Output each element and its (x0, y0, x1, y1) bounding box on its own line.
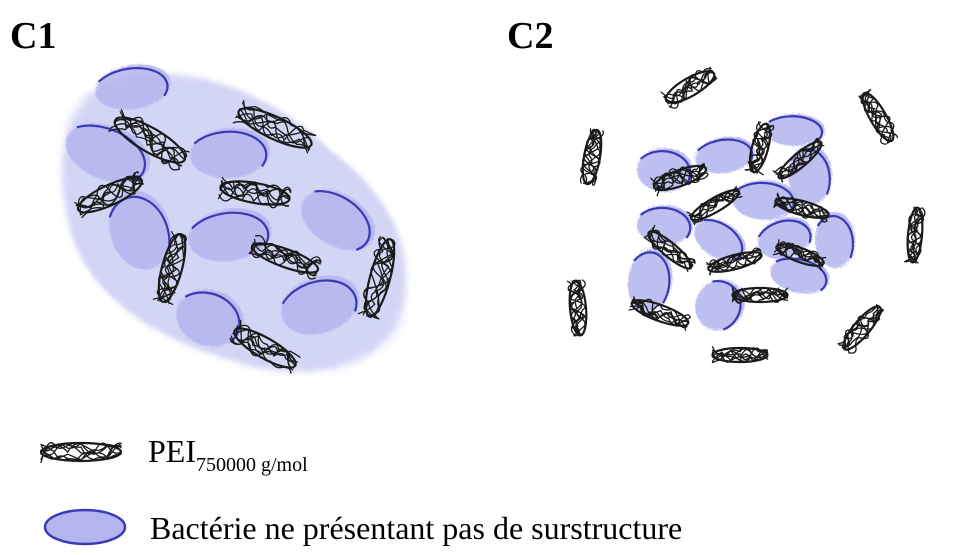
c2-bacterium (692, 132, 757, 178)
c2-polymer (567, 280, 589, 336)
legend-polymer-name: PEI (148, 433, 196, 469)
c2-polymer (713, 347, 768, 363)
legend-polymer-subscript: 750000 g/mol (196, 454, 308, 476)
panel-label-c1: C1 (10, 15, 56, 57)
c2-polymer (856, 88, 901, 146)
c2-polymer (733, 287, 788, 303)
legend-item-bacteria: Bactérie ne présentant pas de surstructu… (45, 510, 682, 546)
c2-bacterium (637, 205, 693, 245)
c2-polymer (578, 128, 605, 185)
panel-label-c2: C2 (507, 15, 553, 57)
c2-polymer (905, 207, 926, 263)
c2-bacterium (685, 270, 755, 341)
c2-polymer (837, 300, 888, 355)
legend-item-polymer: PEI750000 g/mol (41, 433, 308, 476)
c2-polymer (661, 64, 719, 110)
legend: PEI750000 g/mol Bactérie ne présentant p… (41, 433, 682, 546)
aggregate-c2 (567, 64, 925, 362)
aggregate-c1 (57, 59, 406, 376)
polymer-scribble-shape (41, 443, 121, 463)
svg-text:PEI750000 g/mol: PEI750000 g/mol (148, 433, 308, 476)
legend-bacteria-label: Bactérie ne présentant pas de surstructu… (150, 510, 682, 546)
bacterium-ellipse-icon (45, 510, 125, 544)
polymer-scribble-icon (41, 443, 121, 463)
